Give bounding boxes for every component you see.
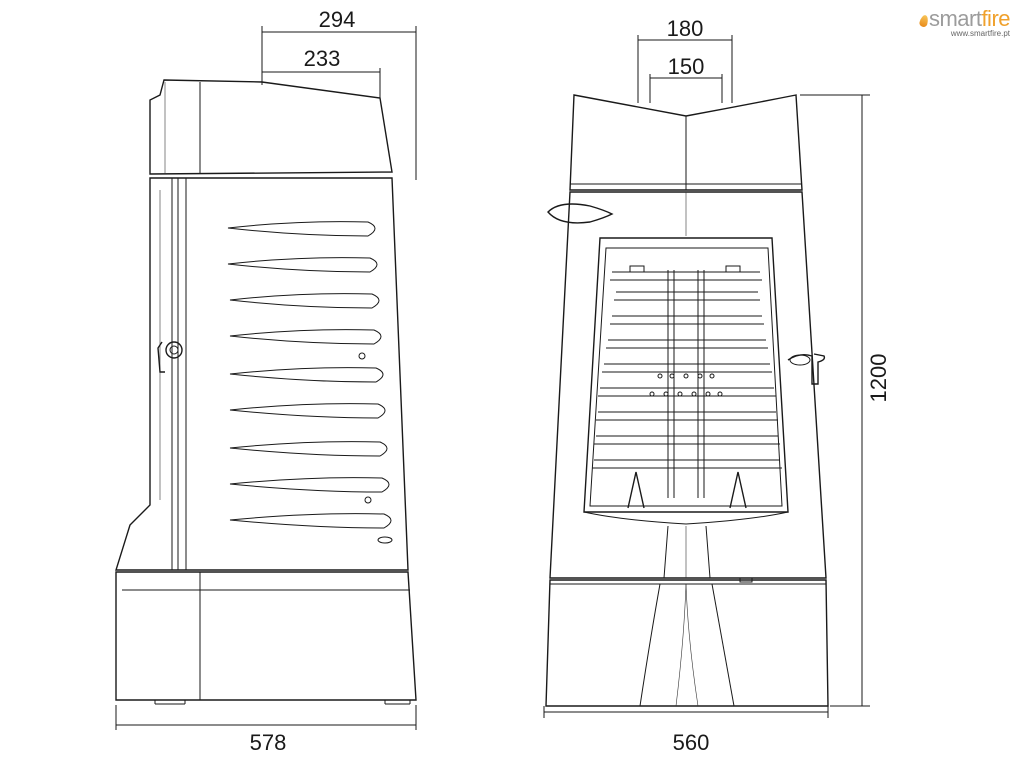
- dim-label-294: 294: [319, 7, 356, 32]
- dim-front-height: 1200: [800, 94, 891, 707]
- brand-name-part2: fire: [981, 6, 1010, 31]
- dim-front-width: 560: [543, 706, 829, 755]
- front-flame-spikes: [627, 471, 747, 509]
- dim-label-560: 560: [673, 730, 710, 755]
- dim-side-top-inner: 233: [262, 46, 381, 98]
- front-rivets: [649, 373, 723, 397]
- side-door-handle: [157, 341, 183, 373]
- front-body: [549, 191, 827, 579]
- side-vent-slots: [227, 221, 393, 544]
- dim-label-578: 578: [250, 730, 287, 755]
- dim-side-top-outer: 294: [261, 7, 417, 180]
- front-grill-bars: [592, 265, 782, 498]
- dim-label-233: 233: [304, 46, 341, 71]
- dim-label-1200: 1200: [866, 354, 891, 403]
- brand-url: www.smartfire.pt: [950, 29, 1010, 38]
- side-base: [115, 571, 417, 705]
- front-top-cap: [569, 94, 803, 191]
- dim-label-180: 180: [667, 16, 704, 41]
- brand-name-part1: smart: [928, 6, 982, 31]
- side-view: 294 233: [115, 7, 417, 755]
- front-left-handle: [547, 203, 614, 224]
- front-door-frame: [583, 237, 789, 525]
- front-pedestal: [663, 525, 711, 579]
- front-base: [545, 577, 829, 707]
- dim-front-top-outer: 180: [637, 16, 733, 103]
- brand-name: smartfire: [918, 6, 1010, 32]
- side-top-cap: [149, 79, 393, 175]
- dim-side-width: 578: [115, 705, 417, 755]
- dim-front-top-inner: 150: [649, 54, 723, 103]
- front-view: 180 150: [543, 16, 891, 755]
- front-right-handle: [787, 353, 826, 385]
- brand-logo: smartfire www.smartfire.pt: [918, 6, 1010, 38]
- dim-label-150: 150: [668, 54, 705, 79]
- side-body: [115, 177, 409, 571]
